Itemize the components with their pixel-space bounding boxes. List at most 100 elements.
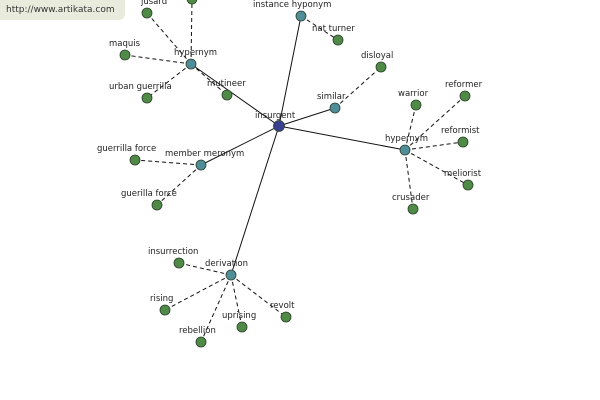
node-rising[interactable]: [159, 304, 171, 316]
label-guerilla-force: guerilla force: [121, 189, 177, 199]
node-dot[interactable]: [141, 92, 153, 104]
label-insurrection: insurrection: [148, 247, 198, 257]
label-urban-guerrilla: urban guerrilla: [109, 82, 172, 92]
node-dot[interactable]: [225, 269, 237, 281]
edge-instance-hyponym-to-nat-turner: [300, 15, 339, 41]
node-dot[interactable]: [173, 257, 185, 269]
node-maquis[interactable]: [119, 49, 131, 61]
label-reformer: reformer: [445, 80, 483, 90]
node-dot[interactable]: [195, 336, 207, 348]
node-member-meronym[interactable]: [195, 159, 207, 171]
node-nat-turner[interactable]: [332, 34, 344, 46]
node-dot[interactable]: [407, 203, 419, 215]
node-reformist[interactable]: [457, 136, 469, 148]
edge-center-to-member-meronym: [200, 125, 280, 166]
label-member-meronym: member meronym: [165, 149, 244, 159]
node-dot[interactable]: [151, 199, 163, 211]
edge-derivation-to-rebellion: [200, 274, 232, 343]
node-dot[interactable]: [462, 179, 474, 191]
node-dot[interactable]: [332, 34, 344, 46]
node-dot[interactable]: [141, 7, 153, 19]
node-instance-hyponym[interactable]: [295, 10, 307, 22]
label-disloyal: disloyal: [361, 51, 393, 61]
label-nat-turner: nat turner: [312, 24, 355, 34]
node-dot[interactable]: [329, 102, 341, 114]
node-urban-guerrilla[interactable]: [141, 92, 153, 104]
node-hypernym-right[interactable]: [399, 144, 411, 156]
node-dot[interactable]: [459, 90, 471, 102]
node-reformer[interactable]: [459, 90, 471, 102]
graph-labels: insurgent hypernym instance hyponym simi…: [97, 0, 483, 336]
node-dot[interactable]: [410, 99, 422, 111]
node-dot[interactable]: [236, 321, 248, 333]
node-uprising[interactable]: [236, 321, 248, 333]
label-warrior: warrior: [398, 89, 429, 99]
label-center: insurgent: [255, 111, 296, 121]
node-insurrection[interactable]: [173, 257, 185, 269]
node-dot[interactable]: [457, 136, 469, 148]
edge-center-to-derivation: [230, 125, 280, 276]
edge-derivation-to-uprising: [230, 274, 243, 328]
node-disloyal[interactable]: [375, 61, 387, 73]
node-dot[interactable]: [399, 144, 411, 156]
node-offscreen: [186, 0, 198, 5]
node-guerilla-force-2[interactable]: [151, 199, 163, 211]
node-meliorist[interactable]: [462, 179, 474, 191]
label-instance-hyponym: instance hyponym: [253, 0, 331, 10]
edge-derivation-to-rising: [164, 274, 232, 311]
label-hypernym-top: hypernym: [174, 48, 217, 58]
node-dot[interactable]: [185, 58, 197, 70]
edge-center-to-hypernym-top: [190, 63, 280, 127]
node-dot[interactable]: [129, 154, 141, 166]
label-rebellion: rebellion: [179, 326, 216, 336]
graph-nodes: [119, 0, 474, 348]
label-rising: rising: [150, 294, 173, 304]
node-jusard[interactable]: [141, 7, 153, 19]
edge-hypernym-top-to-urban-guerrilla: [146, 63, 192, 99]
label-similar: similar: [317, 92, 346, 102]
graph-edges: [124, 0, 469, 343]
label-uprising: uprising: [222, 311, 256, 321]
label-mutineer: mutineer: [207, 79, 246, 89]
node-dot[interactable]: [119, 49, 131, 61]
edge-center-to-instance-hyponym: [278, 15, 302, 127]
edge-hypernym-right-to-crusader: [404, 149, 414, 210]
edge-similar-to-disloyal: [334, 66, 382, 109]
label-jusard: jusard: [140, 0, 167, 7]
node-dot[interactable]: [195, 159, 207, 171]
label-reformist: reformist: [441, 126, 480, 136]
node-derivation[interactable]: [225, 269, 237, 281]
label-maquis: maquis: [109, 39, 141, 49]
node-rebellion[interactable]: [195, 336, 207, 348]
node-dot[interactable]: [159, 304, 171, 316]
edge-hypernym-right-to-meliorist: [404, 149, 469, 186]
edge-hypernym-top-to-jusard: [146, 12, 192, 65]
node-warrior[interactable]: [410, 99, 422, 111]
edge-member-meronym-to-guerrilla-force-1: [134, 159, 202, 166]
node-dot[interactable]: [221, 89, 233, 101]
label-crusader: crusader: [392, 193, 430, 203]
node-dot[interactable]: [375, 61, 387, 73]
node-revolt[interactable]: [280, 311, 292, 323]
node-center[interactable]: [273, 120, 285, 132]
watermark-url: http://www.artikata.com: [0, 0, 125, 20]
edge-hypernym-top-to-mutineer: [190, 63, 228, 96]
edge-offscreen-stub: [190, 0, 193, 65]
label-revolt: revolt: [270, 301, 295, 311]
label-derivation: derivation: [205, 259, 248, 269]
label-guerrilla-force: guerrilla force: [97, 144, 156, 154]
node-mutineer[interactable]: [221, 89, 233, 101]
node-dot[interactable]: [273, 120, 285, 132]
node-guerrilla-force-1[interactable]: [129, 154, 141, 166]
edge-hypernym-right-to-reformist: [404, 141, 464, 151]
node-hypernym-top[interactable]: [185, 58, 197, 70]
node-crusader[interactable]: [407, 203, 419, 215]
edge-derivation-to-insurrection: [178, 262, 232, 276]
node-similar[interactable]: [329, 102, 341, 114]
edge-center-to-hypernym-right: [278, 125, 406, 151]
node-dot[interactable]: [280, 311, 292, 323]
label-meliorist: meliorist: [444, 169, 482, 179]
edge-center-to-similar: [278, 107, 336, 127]
node-dot[interactable]: [295, 10, 307, 22]
